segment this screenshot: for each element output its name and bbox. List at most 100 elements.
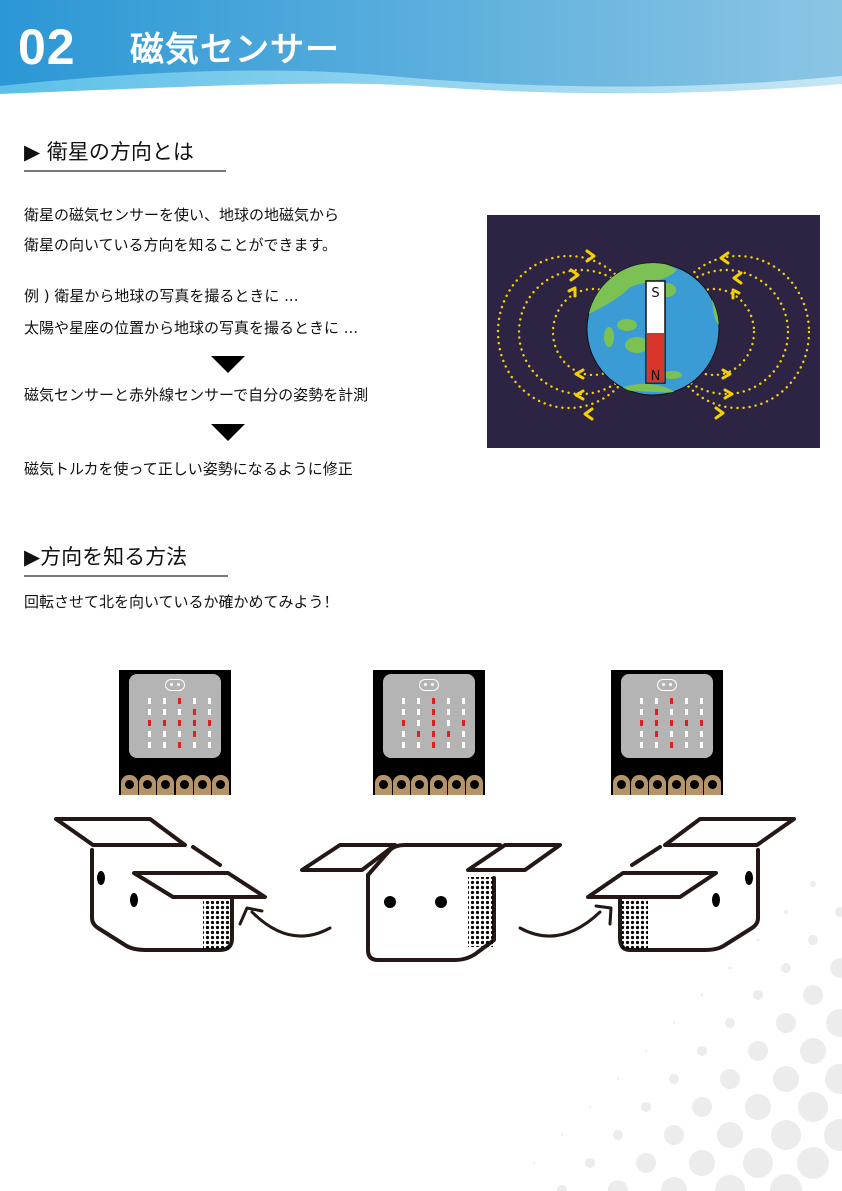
- led-off: [193, 698, 196, 704]
- led-on: [462, 720, 465, 726]
- satellite-right-icon: [586, 817, 796, 952]
- section-title-satellite-direction: ▶ 衛星の方向とは: [24, 136, 226, 172]
- led-off: [402, 742, 405, 748]
- edge-pin-icon: [685, 775, 703, 795]
- edge-pin-icon: [175, 775, 193, 795]
- led-off: [417, 720, 420, 726]
- led-off: [640, 731, 643, 737]
- led-on: [193, 709, 196, 715]
- edge-pin-icon: [613, 775, 630, 795]
- chapter-number: 02: [18, 19, 76, 75]
- led-off: [178, 731, 181, 737]
- led-matrix: [383, 674, 475, 758]
- led-on: [148, 720, 151, 726]
- led-off: [462, 742, 465, 748]
- edge-connector: [613, 771, 721, 795]
- edge-pin-icon: [447, 775, 465, 795]
- page-header: 02 磁気センサー: [0, 0, 842, 100]
- led-off: [640, 698, 643, 704]
- intro-line-2: 衛星の向いている方向を知ることができます。: [24, 236, 338, 254]
- led-off: [447, 720, 450, 726]
- led-on: [655, 709, 658, 715]
- led-off: [402, 698, 405, 704]
- edge-pin-icon: [649, 775, 667, 795]
- led-off: [462, 698, 465, 704]
- led-on: [178, 720, 181, 726]
- edge-pin-icon: [193, 775, 211, 795]
- down-arrow-icon: [211, 356, 245, 373]
- led-off: [163, 698, 166, 704]
- microbit-arrow-right: [119, 670, 231, 795]
- led-on: [178, 742, 181, 748]
- led-on: [670, 742, 673, 748]
- led-off: [402, 709, 405, 715]
- led-off: [193, 742, 196, 748]
- header-banner: [0, 0, 842, 100]
- down-arrow-icon: [211, 424, 245, 441]
- edge-pin-icon: [393, 775, 411, 795]
- edge-connector: [375, 771, 483, 795]
- led-on: [432, 698, 435, 704]
- microbit-arrow-down: [373, 670, 485, 795]
- edge-pin-icon: [121, 775, 138, 795]
- led-on: [432, 731, 435, 737]
- led-off: [447, 709, 450, 715]
- edge-pin-icon: [139, 775, 157, 795]
- led-off: [655, 698, 658, 704]
- led-on: [655, 731, 658, 737]
- led-off: [163, 709, 166, 715]
- led-off: [447, 698, 450, 704]
- led-off: [208, 742, 211, 748]
- led-on: [193, 720, 196, 726]
- microbit-logo-icon: [657, 679, 677, 691]
- section2-subtitle: 回転させて北を向いているか確かめてみよう！: [24, 593, 339, 611]
- led-off: [417, 709, 420, 715]
- led-off: [402, 731, 405, 737]
- edge-pin-icon: [631, 775, 649, 795]
- led-off: [148, 709, 151, 715]
- led-on: [163, 720, 166, 726]
- led-off: [700, 709, 703, 715]
- led-on: [402, 720, 405, 726]
- led-matrix: [129, 674, 221, 758]
- led-off: [208, 731, 211, 737]
- edge-pin-icon: [157, 775, 175, 795]
- edge-pin-icon: [667, 775, 685, 795]
- led-matrix: [621, 674, 713, 758]
- led-off: [655, 742, 658, 748]
- led-off: [208, 709, 211, 715]
- led-off: [417, 742, 420, 748]
- led-off: [417, 698, 420, 704]
- led-off: [685, 709, 688, 715]
- led-off: [148, 698, 151, 704]
- led-off: [462, 731, 465, 737]
- led-off: [148, 742, 151, 748]
- magnet-s-label: S: [651, 286, 659, 301]
- led-off: [640, 709, 643, 715]
- microbit-arrow-left: [611, 670, 723, 795]
- led-off: [640, 742, 643, 748]
- led-off: [700, 698, 703, 704]
- led-on: [670, 720, 673, 726]
- example-line-2: 太陽や星座の位置から地球の写真を撮るときに ...: [24, 319, 359, 337]
- edge-pin-icon: [465, 775, 483, 795]
- edge-pin-icon: [375, 775, 392, 795]
- section-title-how-to-find-direction: ▶方向を知る方法: [24, 541, 228, 577]
- satellite-rotation-illustration: [54, 817, 796, 962]
- led-off: [462, 709, 465, 715]
- led-off: [163, 731, 166, 737]
- led-on: [432, 709, 435, 715]
- led-on: [685, 720, 688, 726]
- page-title: 磁気センサー: [130, 30, 340, 70]
- step-measure-attitude: 磁気センサーと赤外線センサーで自分の姿勢を計測: [24, 386, 369, 404]
- led-off: [700, 731, 703, 737]
- led-off: [208, 698, 211, 704]
- led-on: [432, 720, 435, 726]
- edge-pin-icon: [411, 775, 429, 795]
- led-off: [670, 709, 673, 715]
- led-on: [670, 698, 673, 704]
- intro-line-1: 衛星の磁気センサーを使い、地球の地磁気から: [24, 206, 340, 224]
- step-correct-attitude: 磁気トルカを使って正しい姿勢になるように修正: [24, 460, 353, 478]
- satellite-left-icon: [54, 817, 267, 952]
- example-line-1: 例 ) 衛星から地球の写真を撮るときに ...: [24, 287, 299, 305]
